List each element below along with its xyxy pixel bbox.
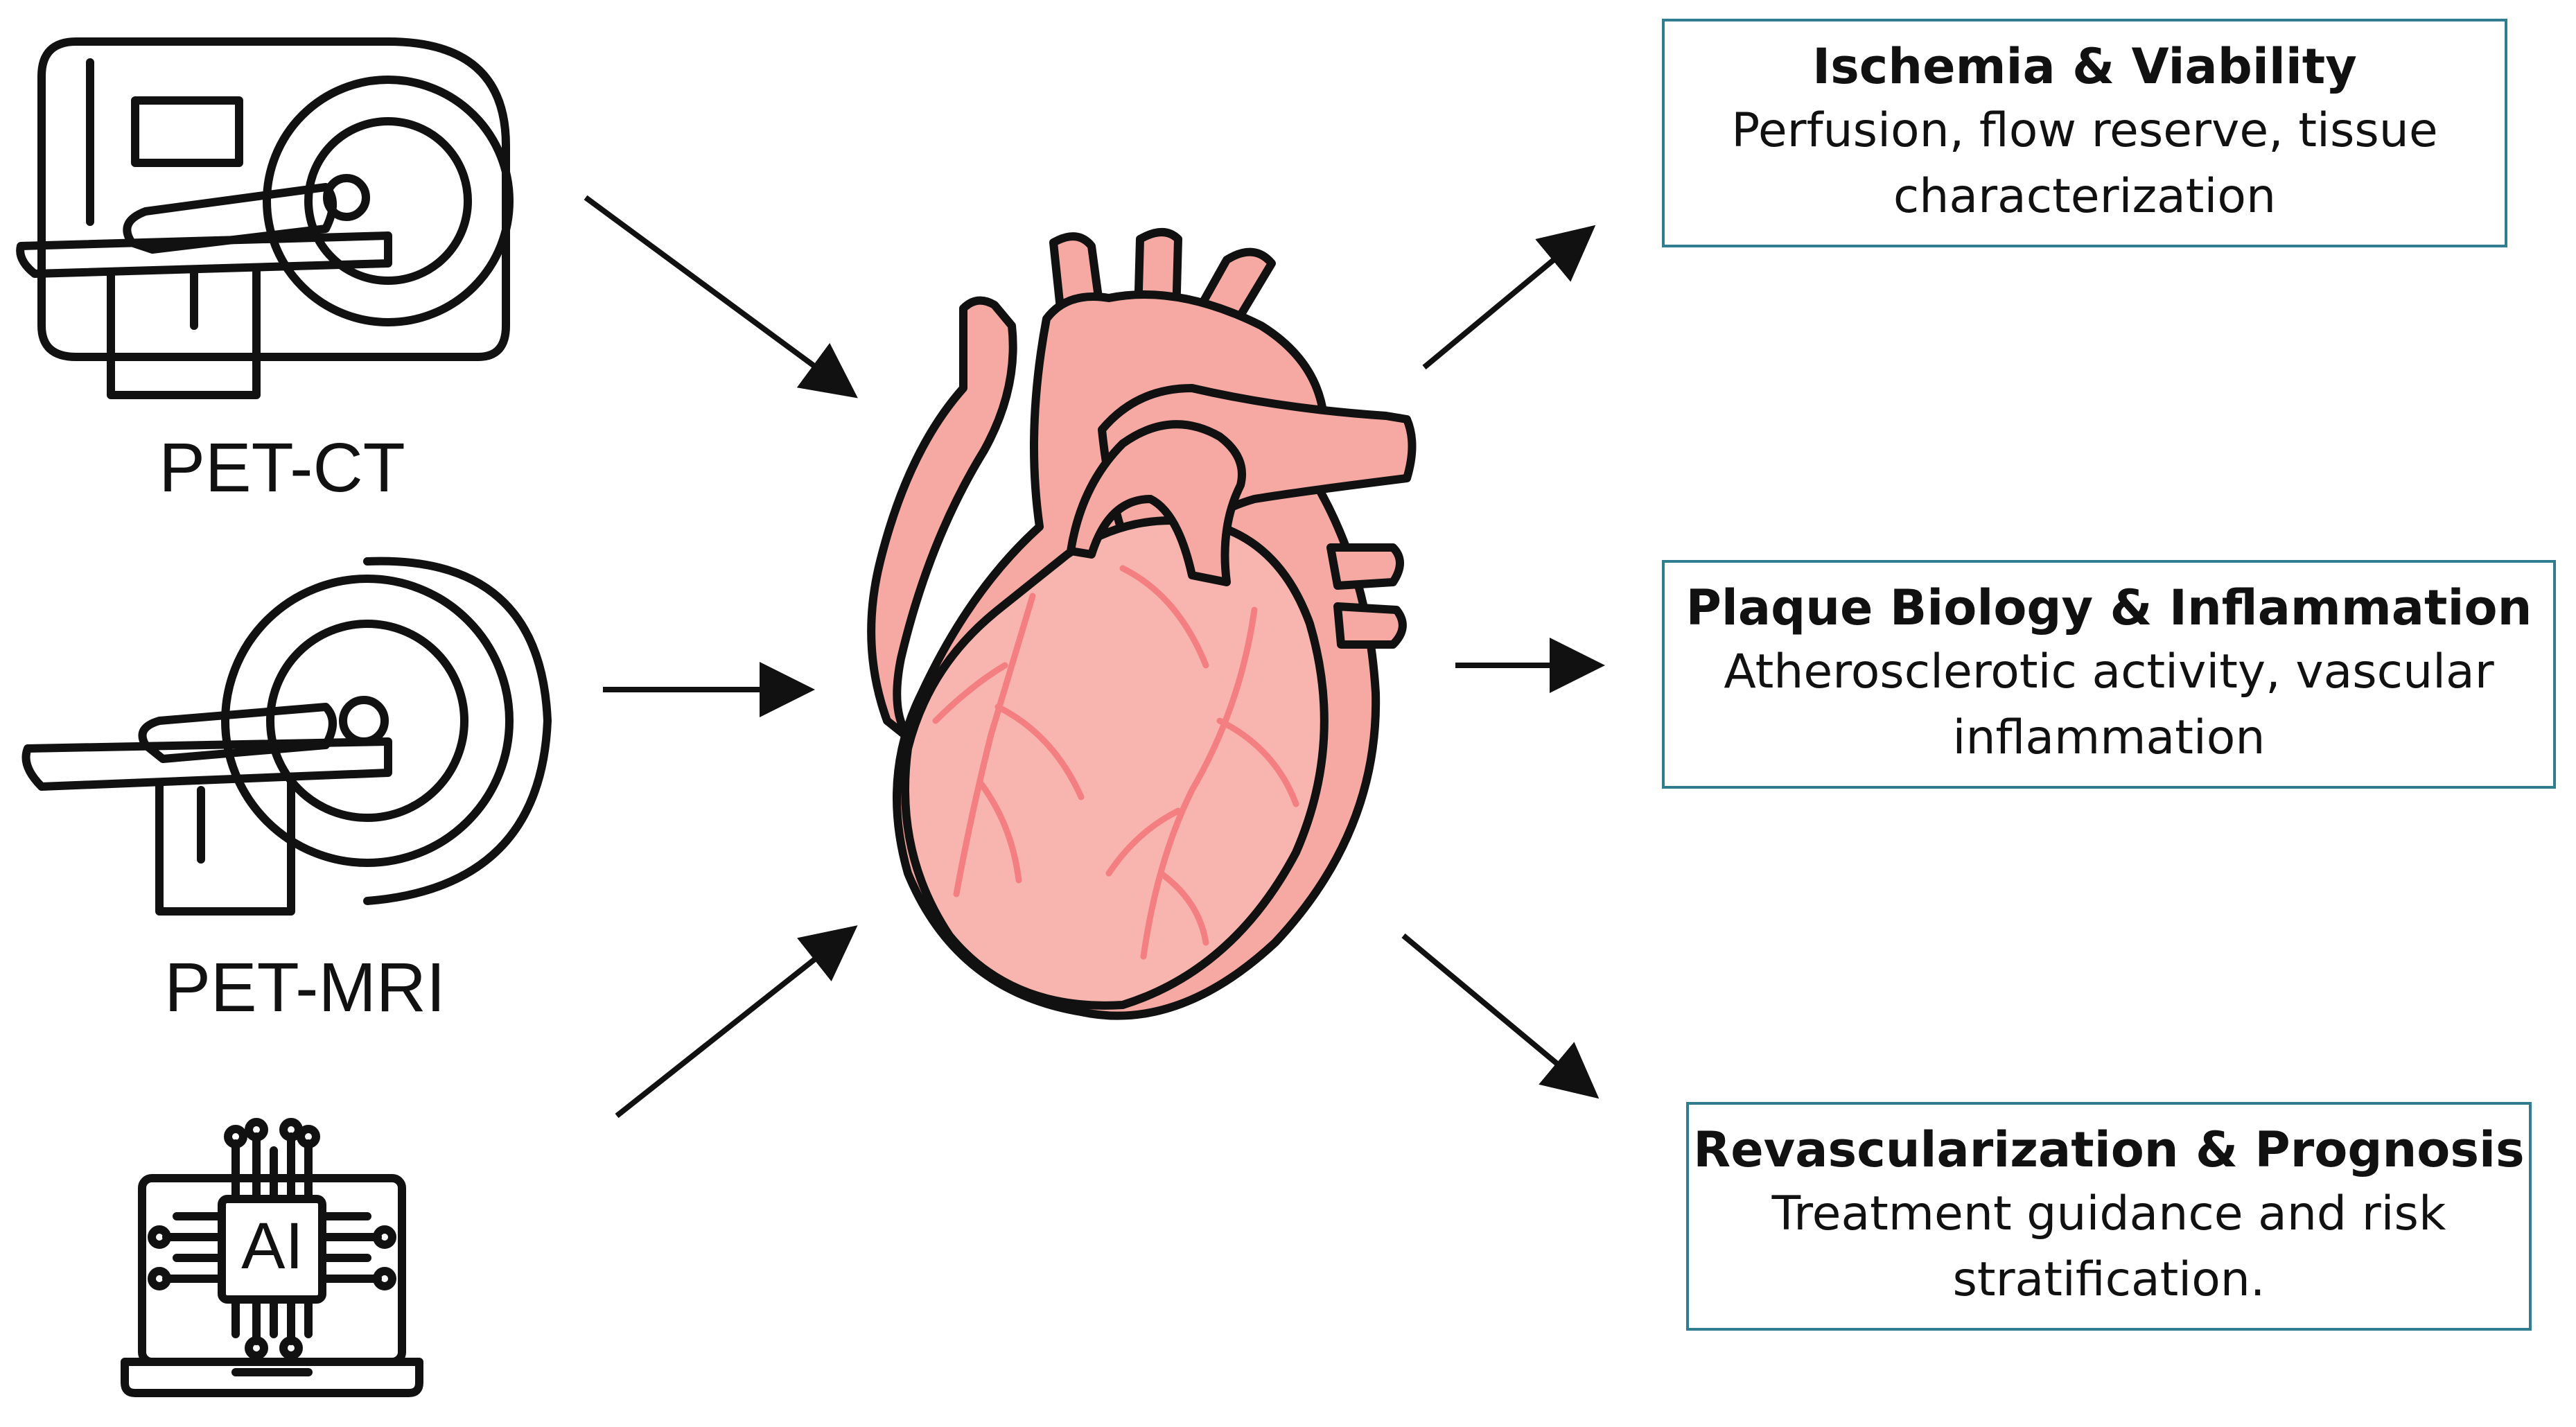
arrow-heart-to-revascularization xyxy=(1401,933,1600,1099)
pet-mri-label: PET-MRI xyxy=(164,949,446,1026)
heart-icon xyxy=(867,228,1417,1020)
arrow-heart-to-ischemia xyxy=(1422,225,1596,370)
pet-ct-scanner-icon xyxy=(16,37,514,399)
arrow-ai-to-heart xyxy=(615,925,858,1119)
ai-laptop-icon xyxy=(121,1118,423,1397)
outcome-box-ischemia: Ischemia & Viability Perfusion, flow res… xyxy=(1662,19,2507,247)
outcome-box-revascularization: Revascularization & Prognosis Treatment … xyxy=(1686,1102,2532,1331)
outcome-description: Treatment guidance and risk stratificati… xyxy=(1771,1186,2446,1307)
ai-chip-label: AI xyxy=(241,1209,304,1283)
outcome-box-plaque: Plaque Biology & Inflammation Atheroscle… xyxy=(1662,560,2556,789)
outcome-description: Perfusion, flow reserve, tissue characte… xyxy=(1731,103,2438,224)
outcome-title: Plaque Biology & Inflammation xyxy=(1685,579,2532,637)
outcome-title: Revascularization & Prognosis xyxy=(1693,1121,2525,1179)
coronary-vessels xyxy=(932,565,1299,960)
outcome-title: Ischemia & Viability xyxy=(1812,38,2357,96)
arrow-pet-ct-to-heart xyxy=(584,195,858,399)
pet-mri-scanner-icon xyxy=(21,557,552,916)
outcome-description: Atherosclerotic activity, vascular infla… xyxy=(1724,644,2494,765)
pet-ct-label: PET-CT xyxy=(159,429,405,507)
